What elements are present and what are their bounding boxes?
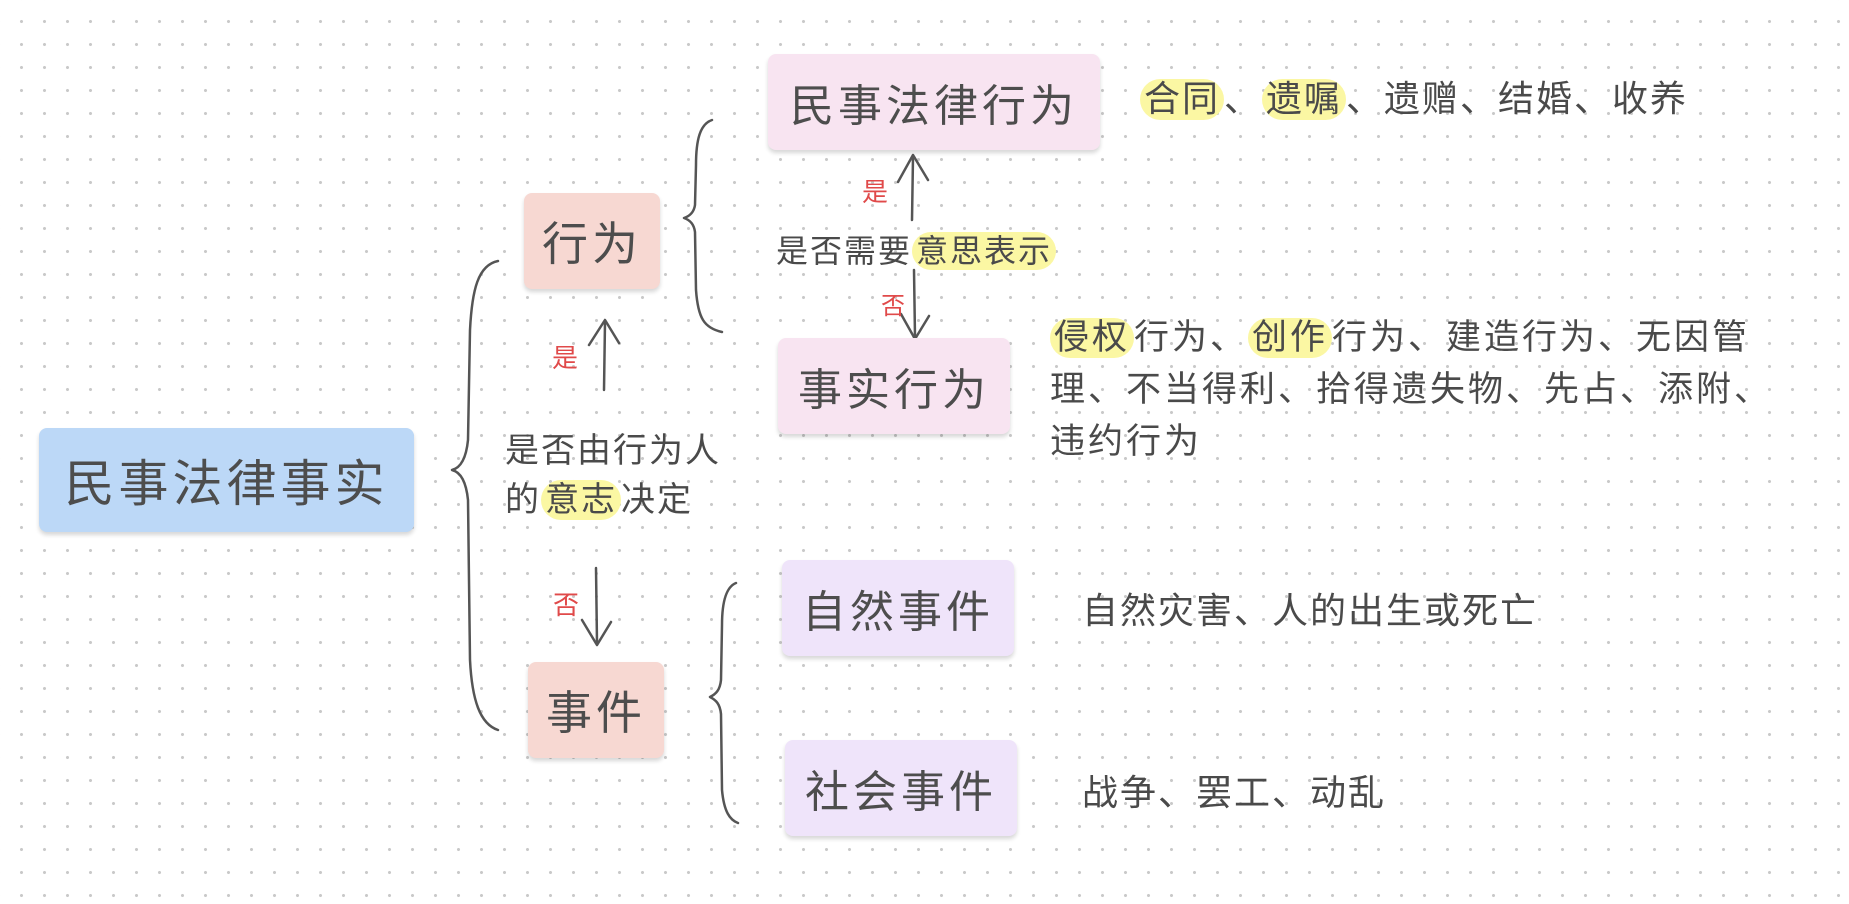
event-label: 事件: [546, 686, 646, 740]
factual-act-examples: 侵权行为、创作行为、建造行为、无因管理、不当得利、拾得遗失物、先占、添附、违约行…: [1050, 318, 1773, 462]
highlight-will: 意志: [541, 480, 621, 521]
natural-event-node[interactable]: 自然事件: [782, 560, 1014, 656]
arrow-up-to-act: [602, 320, 607, 392]
highlight-will-testament: 遗嘱: [1262, 79, 1347, 120]
question-will-line2: 的意志决定: [505, 480, 693, 521]
social-event-node[interactable]: 社会事件: [785, 740, 1017, 836]
arrow-up-to-legal-act: [910, 155, 915, 222]
factual-act-node[interactable]: 事实行为: [778, 338, 1010, 434]
question-will-line1: 是否由行为人: [505, 431, 721, 471]
yes-label-legal-act: 是: [862, 178, 889, 208]
arrow-down-to-event-head: [580, 618, 613, 647]
natural-event-label: 自然事件: [802, 587, 994, 638]
arrow-down-to-event: [594, 566, 599, 645]
event-brace: [708, 581, 740, 825]
legal-act-label: 民事法律行为: [790, 81, 1078, 132]
root-node[interactable]: 民事法律事实: [39, 428, 414, 532]
act-node[interactable]: 行为: [524, 193, 660, 289]
social-event-label: 社会事件: [805, 767, 997, 818]
highlight-contract: 合同: [1140, 79, 1225, 120]
root-brace: [450, 259, 500, 732]
highlight-intent: 意思表示: [912, 232, 1057, 270]
event-node[interactable]: 事件: [528, 662, 664, 758]
highlight-creation: 创作: [1248, 318, 1333, 358]
no-label-factual-act: 否: [881, 292, 905, 320]
arrow-up-to-act-head: [587, 318, 621, 347]
legal-act-node[interactable]: 民事法律行为: [768, 54, 1100, 150]
no-label-event: 否: [553, 591, 580, 621]
question-intent: 是否需要意思表示: [776, 228, 1057, 274]
question-will: 是否由行为人 的意志决定: [505, 427, 721, 526]
highlight-tort: 侵权: [1050, 318, 1135, 358]
natural-event-examples: 自然灾害、人的出生或死亡: [1082, 591, 1539, 632]
arrow-down-to-factual-act: [912, 268, 917, 339]
legal-act-examples: 合同、遗嘱、遗赠、结婚、收养: [1140, 78, 1688, 121]
social-event-examples: 战争、罢工、动乱: [1082, 773, 1387, 814]
act-brace: [682, 118, 724, 334]
root-label: 民事法律事实: [64, 455, 389, 513]
act-label: 行为: [542, 217, 642, 271]
yes-label-act: 是: [552, 344, 579, 374]
arrow-up-to-legal-act-head: [896, 153, 930, 184]
factual-act-label: 事实行为: [798, 365, 990, 416]
